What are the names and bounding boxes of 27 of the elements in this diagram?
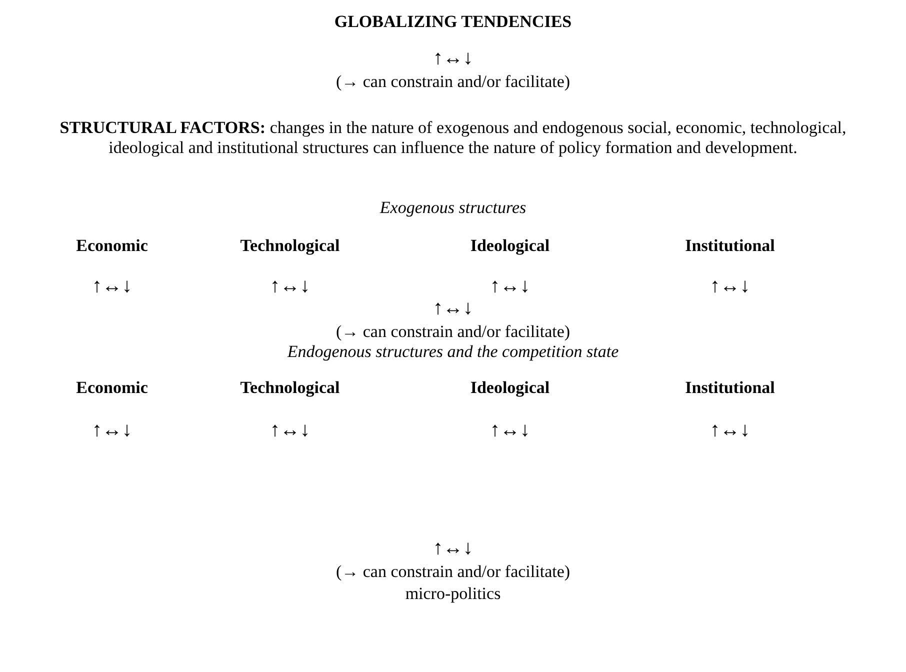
arrow-glyphs: ↑↔↓ bbox=[92, 276, 132, 296]
column-heading: Ideological bbox=[470, 236, 550, 256]
note-text: (→ can constrain and/or facilitate) bbox=[336, 72, 570, 92]
paragraph: STRUCTURAL FACTORS: changes in the nature of exogenous and endogenous social, economic, technological, ideological and institutional structures can influence the nature of policy formation and development. bbox=[58, 118, 848, 158]
arrow-glyphs: ↑↔↓ bbox=[490, 420, 530, 440]
arrow-glyphs: ↑↔↓ bbox=[490, 276, 530, 296]
note-text: (→ can constrain and/or facilitate) bbox=[336, 322, 570, 342]
arrow-glyphs: ↑↔↓ bbox=[710, 420, 750, 440]
arrow-glyphs: ↑↔↓ bbox=[433, 538, 473, 558]
column-heading: Institutional bbox=[685, 378, 775, 398]
arrow-glyphs: ↑↔↓ bbox=[433, 48, 473, 68]
arrow-glyphs: ↑↔↓ bbox=[92, 420, 132, 440]
arrow-glyphs: ↑↔↓ bbox=[270, 276, 310, 296]
arrow-glyphs: ↑↔↓ bbox=[433, 298, 473, 318]
column-heading: Technological bbox=[240, 378, 340, 398]
column-heading: Economic bbox=[76, 378, 148, 398]
section-heading: Endogenous structures and the competition state bbox=[287, 342, 619, 362]
column-heading: Technological bbox=[240, 236, 340, 256]
section-heading: Exogenous structures bbox=[380, 198, 526, 218]
heading: GLOBALIZING TENDENCIES bbox=[334, 12, 572, 32]
column-heading: Ideological bbox=[470, 378, 550, 398]
arrow-glyphs: ↑↔↓ bbox=[710, 276, 750, 296]
section-heading: micro-politics bbox=[405, 584, 501, 604]
note-text: (→ can constrain and/or facilitate) bbox=[336, 562, 570, 582]
arrow-glyphs: ↑↔↓ bbox=[270, 420, 310, 440]
column-heading: Economic bbox=[76, 236, 148, 256]
column-heading: Institutional bbox=[685, 236, 775, 256]
